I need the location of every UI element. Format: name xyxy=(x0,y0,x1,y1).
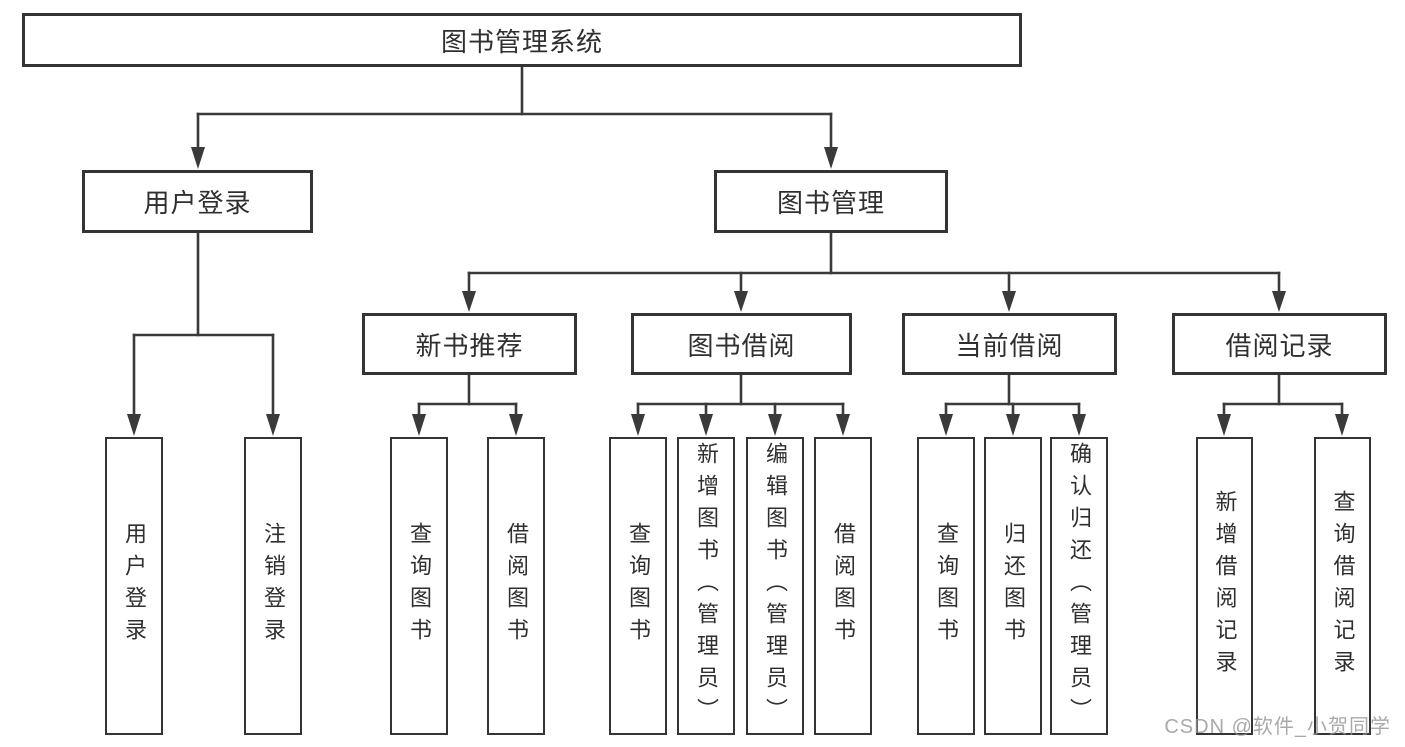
node-label: 编辑图书（管理员） xyxy=(763,442,788,730)
node-label: 新增借阅记录 xyxy=(1212,490,1238,682)
node-new-book-recommend: 新书推荐 xyxy=(362,313,577,375)
node-logout: 注销登录 xyxy=(244,437,302,735)
node-label: 归还图书 xyxy=(1001,522,1026,650)
node-label: 注销登录 xyxy=(261,522,286,650)
node-label: 用户登录 xyxy=(122,522,147,650)
csdn-watermark: CSDN @软件_小贺同学 xyxy=(1164,716,1391,738)
node-label: 借阅图书 xyxy=(504,522,529,650)
node-borrow-records: 借阅记录 xyxy=(1172,313,1387,375)
node-recommend-borrow-books: 借阅图书 xyxy=(487,437,545,735)
node-borrow-add-books-admin: 新增图书（管理员） xyxy=(677,437,735,735)
node-records-query-record: 查询借阅记录 xyxy=(1314,437,1371,735)
node-user-login: 用户登录 xyxy=(105,437,163,735)
node-book-management-branch: 图书管理 xyxy=(714,170,948,233)
node-label: 查询图书 xyxy=(407,522,432,650)
node-borrow-edit-books-admin: 编辑图书（管理员） xyxy=(746,437,804,735)
node-current-confirm-return-admin: 确认归还（管理员） xyxy=(1050,437,1108,735)
node-label: 新增图书（管理员） xyxy=(694,442,719,730)
node-label: 查询图书 xyxy=(934,522,959,650)
node-label: 借阅图书 xyxy=(831,522,856,650)
node-borrow-borrow-books: 借阅图书 xyxy=(814,437,872,735)
node-records-add-record: 新增借阅记录 xyxy=(1196,437,1253,735)
node-label: 查询借阅记录 xyxy=(1330,490,1356,682)
node-borrow-query-books: 查询图书 xyxy=(609,437,667,735)
node-current-borrow: 当前借阅 xyxy=(902,313,1117,375)
node-label: 查询图书 xyxy=(626,522,651,650)
node-label: 确认归还（管理员） xyxy=(1067,442,1092,730)
node-book-borrow: 图书借阅 xyxy=(631,313,852,375)
node-book-management-system: 图书管理系统 xyxy=(22,13,1022,67)
node-current-return-books: 归还图书 xyxy=(984,437,1042,735)
node-recommend-query-books: 查询图书 xyxy=(390,437,448,735)
node-user-login-branch: 用户登录 xyxy=(82,170,313,233)
node-current-query-books: 查询图书 xyxy=(917,437,975,735)
